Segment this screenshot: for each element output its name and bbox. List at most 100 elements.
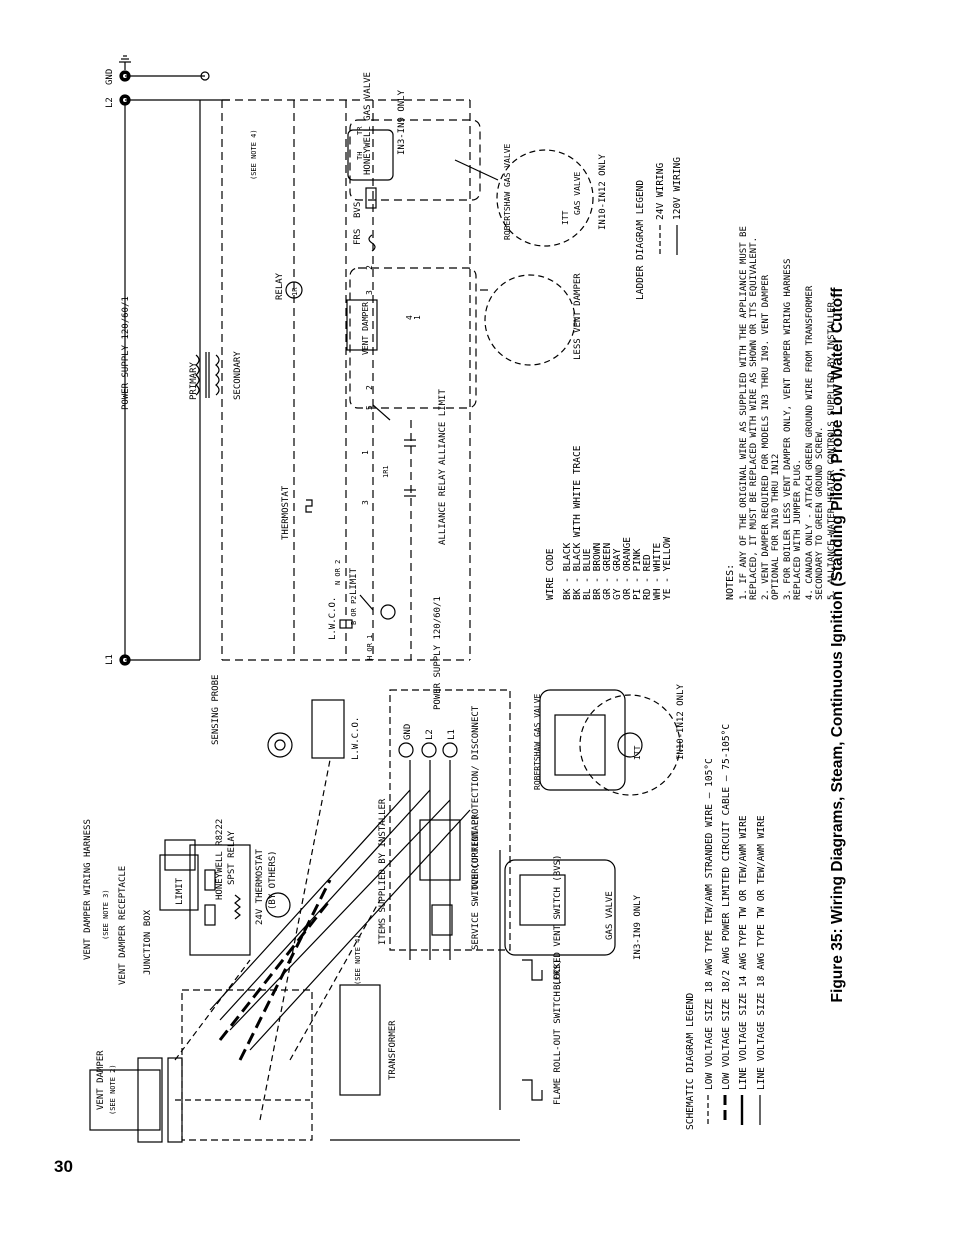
ladder-l1-label: L1 [105, 654, 115, 665]
ladder-legend-24v: 24V WIRING [655, 163, 666, 220]
vent-damper-plug [89, 1069, 161, 1131]
relay-coil [285, 281, 303, 299]
ladder-l2-label: L2 [105, 97, 115, 108]
ladder-relay-coil-label: 1R [291, 287, 299, 296]
ladder-robertshaw-label: ROBERTSHAW GAS VALVE [503, 143, 512, 240]
lwco-terminal-block [311, 699, 345, 759]
ladder-h-or-1: H OR 1 [366, 635, 374, 660]
note-line-1: REPLACED, IT MUST BE REPLACED WITH WIRE … [749, 237, 759, 600]
note-line-3: OPTIONAL FOR IN10 THRU IN12 [771, 454, 781, 600]
sch-gas-valve: GAS VALVE [605, 891, 615, 940]
ladder-pin-1: 1 [413, 315, 422, 320]
ladder-diagram [119, 55, 678, 666]
ladder-less-vent-damper-label: LESS VENT DAMPER [573, 273, 583, 360]
ladder-pin-2: 2 [365, 385, 374, 390]
l2-terminal-2 [421, 742, 437, 758]
ladder-th-label: TH [356, 152, 364, 160]
note-line-6: 4. CANADA ONLY - ATTACH GREEN GROUND WIR… [805, 285, 815, 600]
ladder-primary-label: PRIMARY [189, 361, 199, 400]
wire-code-7: PI - PINK [632, 548, 643, 600]
thermostat-symbol [265, 892, 291, 918]
note-line-2: 2. VENT DAMPER REQUIRED FOR MODELS IN3 T… [761, 274, 771, 600]
sch-spst: SPST RELAY [227, 830, 237, 885]
notes-title: NOTES: [725, 564, 736, 600]
ladder-relay-label: RELAY [275, 272, 285, 300]
ladder-frs-label: FRS [353, 229, 363, 245]
ladder-pin-5: 5 [365, 405, 374, 410]
wire-code-8: RD - RED [642, 554, 653, 600]
sch-gnd: GND [403, 724, 413, 740]
robertshaw-valve-circle [496, 149, 594, 247]
ladder-lwco-label: L.W.C.O. [328, 597, 338, 640]
sch-limit: LIMIT [175, 877, 185, 905]
sch-in10-in12: IN10-IN12 ONLY [676, 684, 686, 760]
l1-terminal-2 [442, 742, 458, 758]
sch-legend-1: LOW VOLTAGE SIZE 18/2 AWG POWER LIMITED … [721, 724, 732, 1090]
sch-legend-0: LOW VOLTAGE SIZE 18 AWG TYPE TEW/AWM STR… [704, 758, 715, 1090]
sch-by-others: (BY OTHERS) [268, 850, 278, 910]
ladder-see-note-4: (SEE NOTE 4) [250, 129, 258, 180]
ladder-vent-damper-label: VENT DAMPER [361, 302, 370, 355]
ladder-contact-1: 1 [361, 450, 370, 455]
sch-legend-title: SCHEMATIC DIAGRAM LEGEND [685, 992, 696, 1130]
wire-code-4: GR - GREEN [602, 543, 613, 600]
ladder-thermostat-label: THERMOSTAT [281, 485, 291, 540]
ladder-alliance-limit-label: ALLIANCE LIMIT [438, 389, 448, 465]
sch-in3-in9: IN3-IN9 ONLY [633, 894, 643, 960]
sch-l1: L1 [447, 729, 457, 740]
ladder-pin-2b: 2 [365, 265, 374, 270]
gnd-terminal-2 [398, 742, 414, 758]
ladder-gas-valve-label: GAS VALVE [573, 171, 582, 215]
wire-code-3: BR - BROWN [592, 543, 603, 600]
ladder-tr-label: TR [356, 126, 364, 135]
wire-code-10: YE - YELLOW [662, 537, 673, 600]
ladder-pin-3: 3 [365, 290, 374, 295]
note-line-8: 5. ALLIANCE WATER HEATER CONTROLS SUPPLI… [827, 297, 837, 600]
sch-frs: FLAME ROLL-OUT SWITCH (FRS) [553, 959, 563, 1105]
ladder-power-supply-label: POWER SUPPLY 120/60/1 [121, 296, 131, 410]
sch-lwco: L.W.C.O. [351, 717, 361, 760]
ladder-bvs-label: BVS [353, 202, 363, 218]
note-line-4: 3. FOR BOILER LESS VENT DAMPER ONLY, VEN… [783, 259, 793, 600]
sch-legend-2: LINE VOLTAGE SIZE 14 AWG TYPE TW OR TEW/… [738, 815, 749, 1090]
sch-service-switch: SERVICE SWITCH (OPTIONAL) [471, 815, 481, 950]
sch-sensing-probe: SENSING PROBE [211, 675, 221, 745]
ladder-legend-title: LADDER DIAGRAM LEGEND [635, 180, 646, 300]
sch-robertshaw: ROBERTSHAW GAS VALVE [533, 693, 542, 790]
ladder-in3-in9-label: IN3-IN9 ONLY [397, 89, 407, 155]
ladder-limit-label: LIMIT [349, 567, 359, 595]
sch-l2: L2 [425, 729, 435, 740]
sch-junction-box: JUNCTION BOX [143, 909, 153, 975]
note-line-7: SECONDARY TO GREEN GROUND SCREW. [815, 427, 825, 600]
transformer-symbol [339, 984, 381, 1096]
wire-code-2: BL - BLUE [582, 548, 593, 600]
sch-overcurrent: OVERCURRENT PROTECTION/ DISCONNECT [471, 705, 481, 890]
ladder-contact-3: 3 [361, 500, 370, 505]
note-line-0: 1. IF ANY OF THE ORIGINAL WIRE AS SUPPLI… [739, 226, 749, 600]
vent-damper-box [346, 299, 378, 351]
ladder-contact-1r1: 1R1 [382, 465, 390, 478]
less-vent-damper-circle [484, 274, 576, 366]
wire-code-6: OR - ORANGE [622, 537, 633, 600]
honeywell-relay-box [189, 844, 251, 956]
ladder-n-or-2: N OR 2 [334, 560, 342, 585]
ladder-in10-in12-label: IN10-IN12 ONLY [598, 154, 608, 230]
sch-legend-3: LINE VOLTAGE SIZE 18 AWG TYPE TW OR TEW/… [756, 815, 767, 1090]
ladder-honeywell-valve-label: HONEYWELL GAS VALVE [363, 72, 373, 175]
ladder-alliance-relay-label: ALLIANCE RELAY [438, 469, 448, 545]
sch-see-note-4: (SEE NOTE 4) [354, 934, 362, 985]
wire-code-0: BK - BLACK [562, 543, 573, 600]
sch-transformer: TRANSFORMER [388, 1020, 398, 1080]
schematic-diagram [89, 689, 761, 1143]
sch-vent-damper: VENT DAMPER [96, 1050, 106, 1110]
wire-code-title: WIRE CODE [545, 548, 556, 600]
sch-power-supply: POWER SUPPLY 120/60/1 [433, 596, 443, 710]
ladder-secondary-label: SECONDARY [233, 351, 243, 400]
wire-code-5: GY - GRAY [612, 548, 623, 600]
ladder-gnd-label: GND [105, 69, 115, 85]
ladder-legend-120v: 120V WIRING [672, 157, 683, 220]
ladder-pin-4: 4 [405, 315, 414, 320]
sch-honeywell: HONEYWELL R8222 [215, 819, 225, 900]
sch-items-by-installer: ITEMS SUPPLIED BY INSTALLER [378, 798, 388, 945]
